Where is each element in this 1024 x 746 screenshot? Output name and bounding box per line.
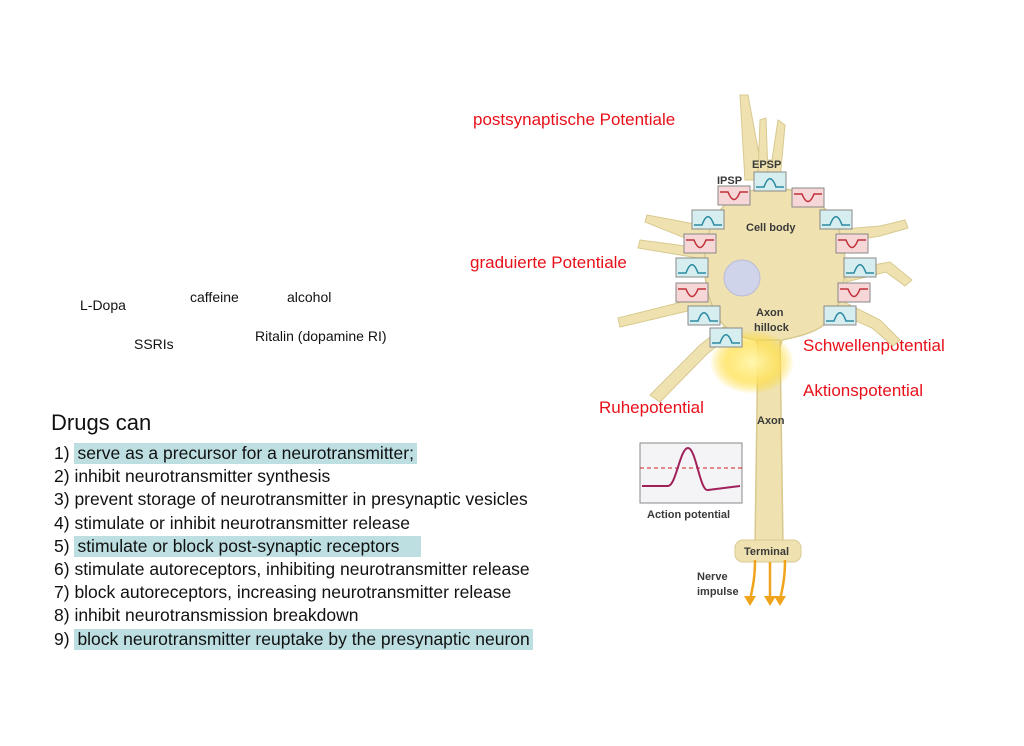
list-item: 9) block neurotransmitter reuptake by th… bbox=[54, 628, 533, 651]
label-threshold-potential: Schwellenpotential bbox=[803, 336, 945, 355]
list-item: 5) stimulate or block post-synaptic rece… bbox=[54, 535, 533, 558]
list-item: 8) inhibit neurotransmission breakdown bbox=[54, 605, 359, 626]
drug-caffeine: caffeine bbox=[190, 289, 239, 305]
terminal-label: Terminal bbox=[744, 546, 789, 558]
drug-ldopa: L-Dopa bbox=[80, 297, 126, 313]
psp-boxes bbox=[675, 171, 877, 348]
epsp-label: EPSP bbox=[752, 159, 781, 171]
drug-ritalin: Ritalin (dopamine RI) bbox=[255, 328, 387, 344]
list-item: 6) stimulate autoreceptors, inhibiting n… bbox=[54, 559, 530, 580]
list-title: Drugs can bbox=[51, 410, 152, 435]
list-item: 3) prevent storage of neurotransmitter i… bbox=[54, 489, 528, 510]
list-item: 2) inhibit neurotransmitter synthesis bbox=[54, 466, 331, 487]
nerve-impulse-arrows bbox=[748, 559, 787, 601]
label-resting-potential: Ruhepotential bbox=[599, 398, 704, 417]
axon-hillock-label: Axon bbox=[756, 307, 784, 319]
list-item: 4) stimulate or inhibit neurotransmitter… bbox=[54, 512, 411, 533]
drug-ssris: SSRIs bbox=[134, 336, 174, 352]
terminal bbox=[734, 539, 802, 563]
list-item: 7) block autoreceptors, increasing neuro… bbox=[54, 582, 512, 603]
ipsp-label: IPSP bbox=[717, 175, 742, 187]
list-item: 1) serve as a precursor for a neurotrans… bbox=[54, 442, 533, 465]
label-postsynaptic-potentials: postsynaptische Potentiale bbox=[473, 110, 676, 129]
label-graded-potentials: graduierte Potentiale bbox=[470, 253, 627, 272]
nerve-impulse-label: Nerve bbox=[697, 571, 728, 583]
cell-body-label: Cell body bbox=[746, 222, 796, 234]
drug-alcohol: alcohol bbox=[287, 289, 332, 305]
label-action-potential: Aktionspotential bbox=[803, 381, 924, 400]
drug-actions-list: 1) serve as a precursor for a neurotrans… bbox=[54, 442, 533, 651]
nerve-impulse-label: impulse bbox=[697, 586, 739, 598]
axon-label: Axon bbox=[757, 415, 785, 427]
axon-hillock-label: hillock bbox=[754, 322, 790, 334]
nucleus bbox=[723, 259, 761, 297]
action-potential-label: Action potential bbox=[647, 509, 730, 521]
action-potential-graph bbox=[639, 442, 743, 504]
